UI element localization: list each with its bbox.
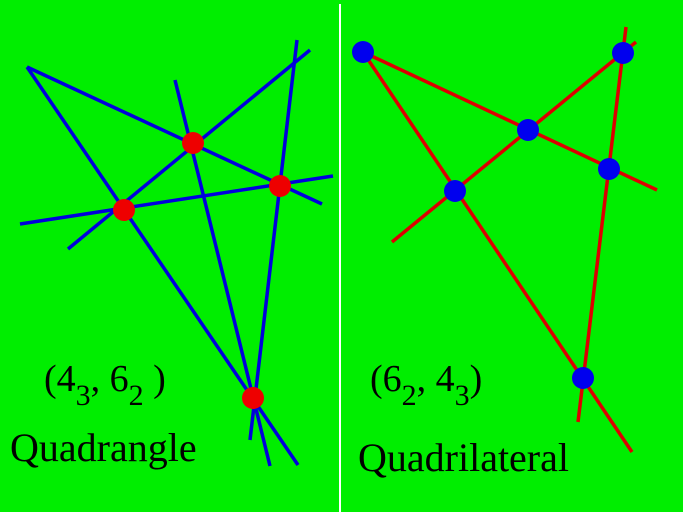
- point-t: [444, 180, 466, 202]
- quadrangle-configuration: (43, 62 ): [44, 358, 166, 411]
- point-a: [182, 132, 204, 154]
- config-mid: , 6: [90, 358, 129, 400]
- point-q: [612, 42, 634, 64]
- config-sub2: 2: [128, 379, 144, 412]
- quadrilateral-configuration: (62, 43): [370, 358, 483, 411]
- quadrilateral-points: [352, 41, 634, 389]
- point-d: [242, 387, 264, 409]
- point-b: [269, 175, 291, 197]
- line-bd: [248, 39, 299, 441]
- point-c: [113, 199, 135, 221]
- config-close: ): [143, 358, 166, 400]
- config-mid: , 4: [416, 358, 455, 400]
- quadrilateral-label: Quadrilateral: [358, 435, 569, 480]
- line-4: [576, 26, 628, 423]
- point-p: [352, 41, 374, 63]
- point-s: [598, 158, 620, 180]
- config-sub1: 2: [401, 379, 417, 412]
- quadrangle-points: [113, 132, 291, 409]
- config-sub1: 3: [75, 379, 91, 412]
- quadrangle-label: Quadrangle: [10, 425, 197, 470]
- config-close: ): [469, 358, 483, 400]
- config-open: (6: [370, 358, 402, 400]
- line-3: [390, 40, 638, 244]
- config-sub2: 3: [454, 379, 470, 412]
- config-open: (4: [44, 358, 76, 400]
- quadrangle-lines: [19, 39, 334, 467]
- point-u: [572, 367, 594, 389]
- point-r: [517, 119, 539, 141]
